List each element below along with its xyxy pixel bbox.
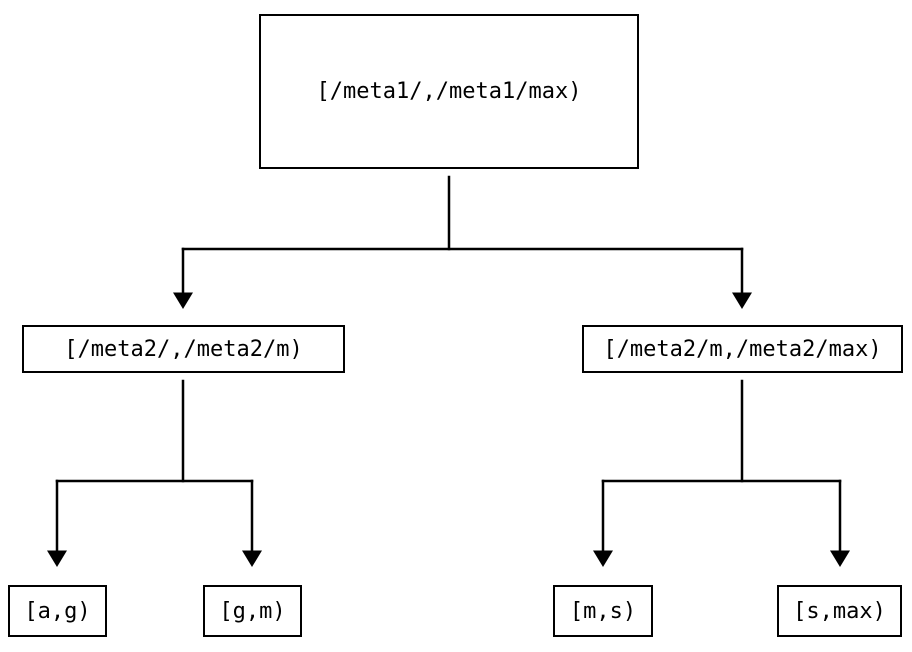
arrowhead-left-subtree	[173, 292, 193, 309]
node-label-meta2-left: [/meta2/,/meta2/m)	[64, 336, 303, 362]
node-label-meta2-right: [/meta2/m,/meta2/max)	[603, 336, 882, 362]
tree-node-leaf-ag: [a,g)	[8, 585, 107, 637]
node-label-leaf-ag: [a,g)	[24, 598, 91, 624]
tree-node-leaf-smax: [s,max)	[777, 585, 902, 637]
node-label-leaf-gm: [g,m)	[219, 598, 286, 624]
tree-node-leaf-gm: [g,m)	[203, 585, 302, 637]
node-label-leaf-ms: [m,s)	[569, 598, 637, 624]
arrowhead-leaf-smax	[830, 550, 850, 567]
tree-node-leaf-ms: [m,s)	[553, 585, 653, 637]
tree-node-meta2-right: [/meta2/m,/meta2/max)	[582, 325, 903, 373]
arrowhead-leaf-gm	[242, 550, 262, 567]
tree-node-root: [/meta1/,/meta1/max)	[259, 14, 639, 169]
node-label-root: [/meta1/,/meta1/max)	[316, 79, 582, 104]
arrowhead-leaf-ms	[593, 550, 613, 567]
arrowhead-right-subtree	[732, 292, 752, 309]
arrowhead-leaf-ag	[47, 550, 67, 567]
tree-node-meta2-left: [/meta2/,/meta2/m)	[22, 325, 345, 373]
node-label-leaf-smax: [s,max)	[793, 598, 886, 624]
